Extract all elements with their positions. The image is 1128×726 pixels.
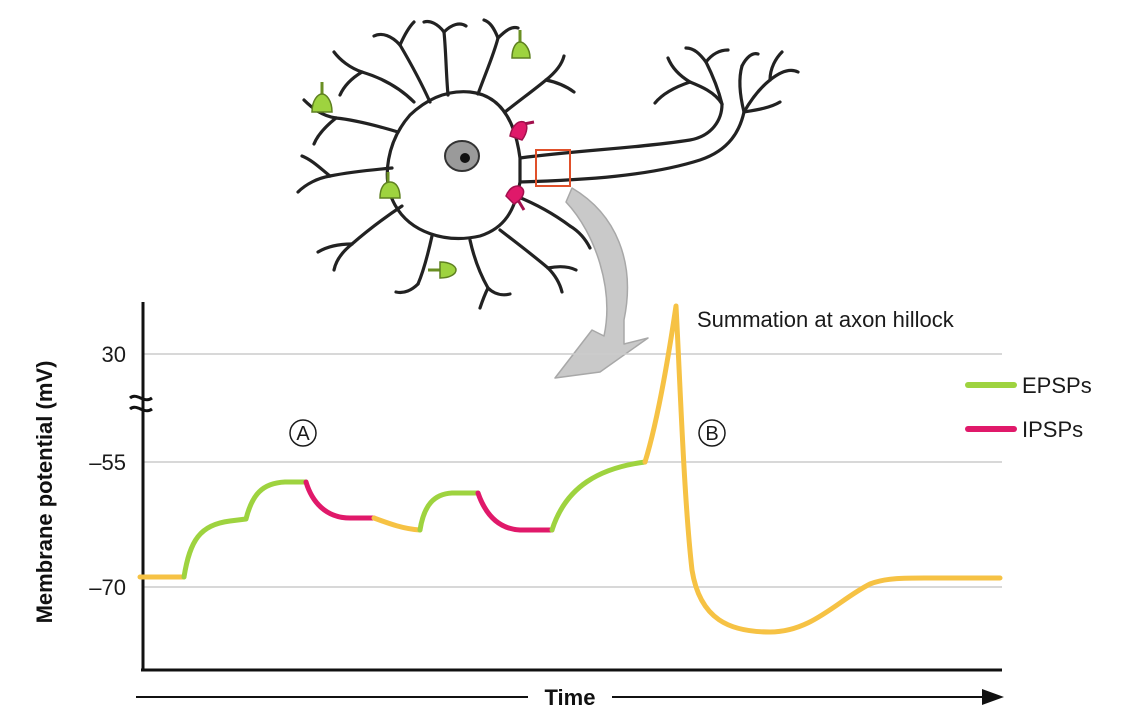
axon-hillock-highlight bbox=[535, 149, 571, 187]
legend-label-ipsps: IPSPs bbox=[1022, 417, 1083, 442]
legend: EPSPs IPSPs bbox=[965, 373, 1092, 442]
nucleus bbox=[444, 140, 480, 172]
summation-annotation: Summation at axon hillock bbox=[697, 307, 955, 332]
trace-ipsp-1 bbox=[303, 479, 377, 521]
tick-label-30: 30 bbox=[102, 342, 126, 367]
marker-b: B bbox=[698, 419, 726, 447]
zoom-arrow bbox=[554, 187, 649, 379]
trace-epsp-1 bbox=[181, 479, 309, 580]
membrane-trace bbox=[137, 303, 1003, 635]
synapse-epsp bbox=[428, 261, 457, 279]
neuron-illustration bbox=[296, 18, 800, 310]
synapse-ipsp bbox=[505, 185, 526, 211]
axes bbox=[129, 302, 1002, 672]
time-arrow-head bbox=[982, 689, 1004, 705]
trace-epsp-2 bbox=[417, 490, 481, 533]
trace-neutral-1 bbox=[371, 515, 423, 533]
trace-action-potential bbox=[642, 303, 1003, 635]
legend-item-epsps: EPSPs bbox=[965, 373, 1092, 398]
marker-a: A bbox=[289, 419, 317, 447]
excitatory-synapses bbox=[311, 30, 531, 279]
synapse-epsp bbox=[311, 82, 333, 113]
axon-terminals bbox=[653, 46, 800, 114]
trace-ipsp-2 bbox=[475, 490, 555, 533]
synapse-epsp bbox=[511, 30, 531, 59]
legend-label-epsps: EPSPs bbox=[1022, 373, 1092, 398]
x-axis-title-group: Time bbox=[136, 685, 1004, 710]
axis-break bbox=[129, 394, 153, 413]
synapse-ipsp bbox=[509, 120, 535, 141]
tick-label-minus55: –55 bbox=[89, 450, 126, 475]
y-axis-title: Membrane potential (mV) bbox=[32, 361, 57, 624]
x-axis-title: Time bbox=[545, 685, 596, 710]
neuron-axon bbox=[519, 103, 746, 184]
y-tick-labels: 30 –55 –70 bbox=[89, 342, 126, 600]
marker-a-label: A bbox=[296, 423, 310, 445]
tick-label-minus70: –70 bbox=[89, 575, 126, 600]
dendrites bbox=[296, 18, 592, 310]
inhibitory-synapses bbox=[505, 120, 535, 211]
synapse-epsp bbox=[379, 172, 401, 199]
gridlines bbox=[143, 353, 1002, 588]
legend-item-ipsps: IPSPs bbox=[965, 417, 1083, 442]
trace-epsp-3 bbox=[549, 459, 648, 533]
marker-b-label: B bbox=[705, 423, 718, 445]
